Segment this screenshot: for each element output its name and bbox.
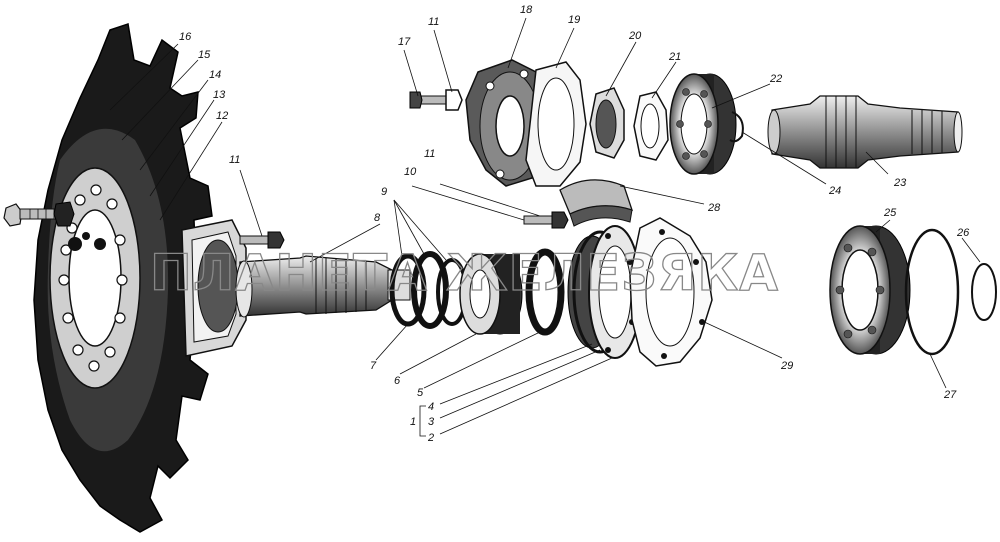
watermark-text: ПЛАНЕТА ЖЕЛЕЗЯКА: [150, 244, 779, 302]
cover-29: [559, 179, 634, 227]
callout-1: 1: [410, 416, 417, 428]
gasket-30: [629, 217, 713, 367]
callout-24: 23: [894, 177, 907, 189]
ring-5: [525, 248, 565, 336]
leader-lines: [109, 17, 981, 437]
callout-17: 16: [179, 31, 192, 43]
callout-13: 12: [216, 110, 229, 122]
callout-11-lower: 11: [424, 148, 436, 160]
callout-8: 8: [374, 212, 381, 224]
o-ring-27: [971, 263, 997, 321]
callout-3: 3: [428, 416, 435, 428]
circlip-25: [729, 111, 744, 143]
gasket-20: [525, 61, 587, 187]
callout-9: 9: [381, 186, 388, 198]
callout-30: 29: [781, 360, 794, 372]
callout-11-upper: 11: [428, 16, 440, 28]
callout-6: 6: [394, 375, 401, 387]
lock-washer-21: [589, 87, 625, 159]
callout-2: 2: [428, 432, 435, 444]
sprocket-bolt: [3, 201, 75, 227]
drive-sprocket: [33, 23, 215, 533]
callout-14: 13: [213, 89, 226, 101]
bearing-23: [669, 73, 737, 175]
cover-bolt: [523, 211, 569, 229]
callout-12: 11: [229, 154, 241, 166]
callout-4: 4: [428, 401, 435, 413]
callout-22: 21: [669, 51, 682, 63]
callout-18: 17: [398, 36, 411, 48]
callout-16: 15: [198, 49, 211, 61]
callout-19: 18: [520, 4, 533, 16]
callout-20: 19: [568, 14, 581, 26]
sprocket-hub: [181, 219, 247, 357]
callout-7: 7: [370, 360, 377, 372]
splined-shaft-24: [767, 95, 963, 169]
callout-23: 22: [770, 73, 783, 85]
hub-bolt: [239, 231, 285, 249]
callout-5: 5: [417, 387, 424, 399]
bolt-18: [409, 89, 463, 111]
callout-28: 27: [944, 389, 957, 401]
callout-15: 14: [209, 69, 222, 81]
bearing-26: [829, 225, 911, 355]
callout-26: 25: [884, 207, 897, 219]
callout-21: 20: [629, 30, 642, 42]
callout-10: 10: [404, 166, 417, 178]
callout-25: 24: [829, 185, 842, 197]
callout-27: 26: [957, 227, 970, 239]
seal-housing-6: [459, 253, 523, 335]
snap-ring-28: [904, 228, 960, 356]
callout-29: 28: [708, 202, 721, 214]
lock-plate-22: [633, 91, 669, 161]
